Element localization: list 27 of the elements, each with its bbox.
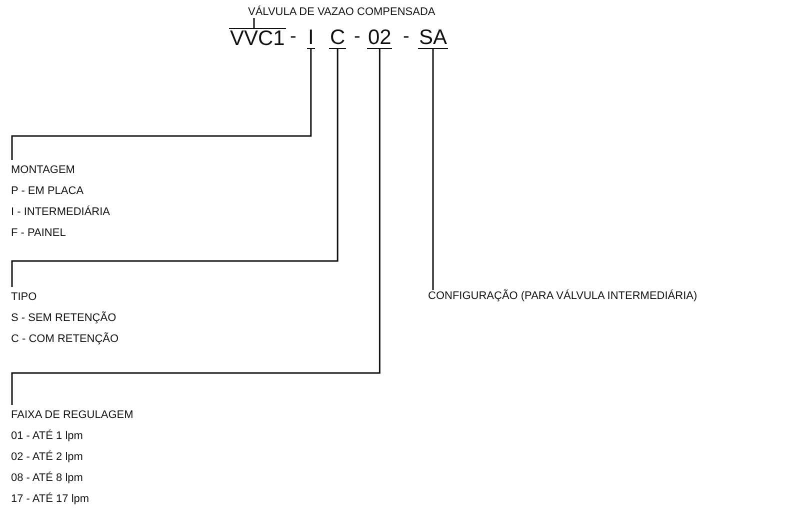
code-segment: VVC1 <box>229 28 286 49</box>
caption-text: CONFIGURAÇÃO (PARA VÁLVULA INTERMEDIÁRIA) <box>428 290 698 302</box>
code-segment: C <box>329 28 346 49</box>
option-text: 17 - ATÉ 17 lpm <box>11 492 90 507</box>
section-heading: FAIXA DE REGULAGEM <box>11 408 134 423</box>
separator-text: - <box>290 27 296 47</box>
separator-text: - <box>354 27 360 47</box>
caption-text: VÁLVULA DE VAZAO COMPENSADA <box>248 6 436 18</box>
option-text: P - EM PLACA <box>11 184 85 199</box>
leader-line <box>432 49 434 290</box>
separator-text: - <box>403 27 410 47</box>
section-heading: MONTAGEM <box>11 163 76 178</box>
leader-line <box>11 49 312 160</box>
option-text: C - COM RETENÇÃO <box>11 331 119 347</box>
option-text: 01 - ATÉ 1 lpm <box>11 428 84 444</box>
option-text: 02 - ATÉ 2 lpm <box>11 450 84 465</box>
code-segment: SA <box>418 28 448 49</box>
code-segment: 02 <box>367 28 392 49</box>
option-text: 08 - ATÉ 8 lpm <box>11 470 84 486</box>
code-segment: I <box>307 28 315 49</box>
leader-line <box>11 49 380 405</box>
option-text: S - SEM RETENÇÃO <box>11 310 118 326</box>
leader-line <box>253 18 255 28</box>
option-text: F - PAINEL <box>11 226 67 241</box>
section-heading: TIPO <box>11 290 38 305</box>
option-text: I - INTERMEDIÁRIA <box>11 204 110 220</box>
leader-line <box>11 49 338 287</box>
